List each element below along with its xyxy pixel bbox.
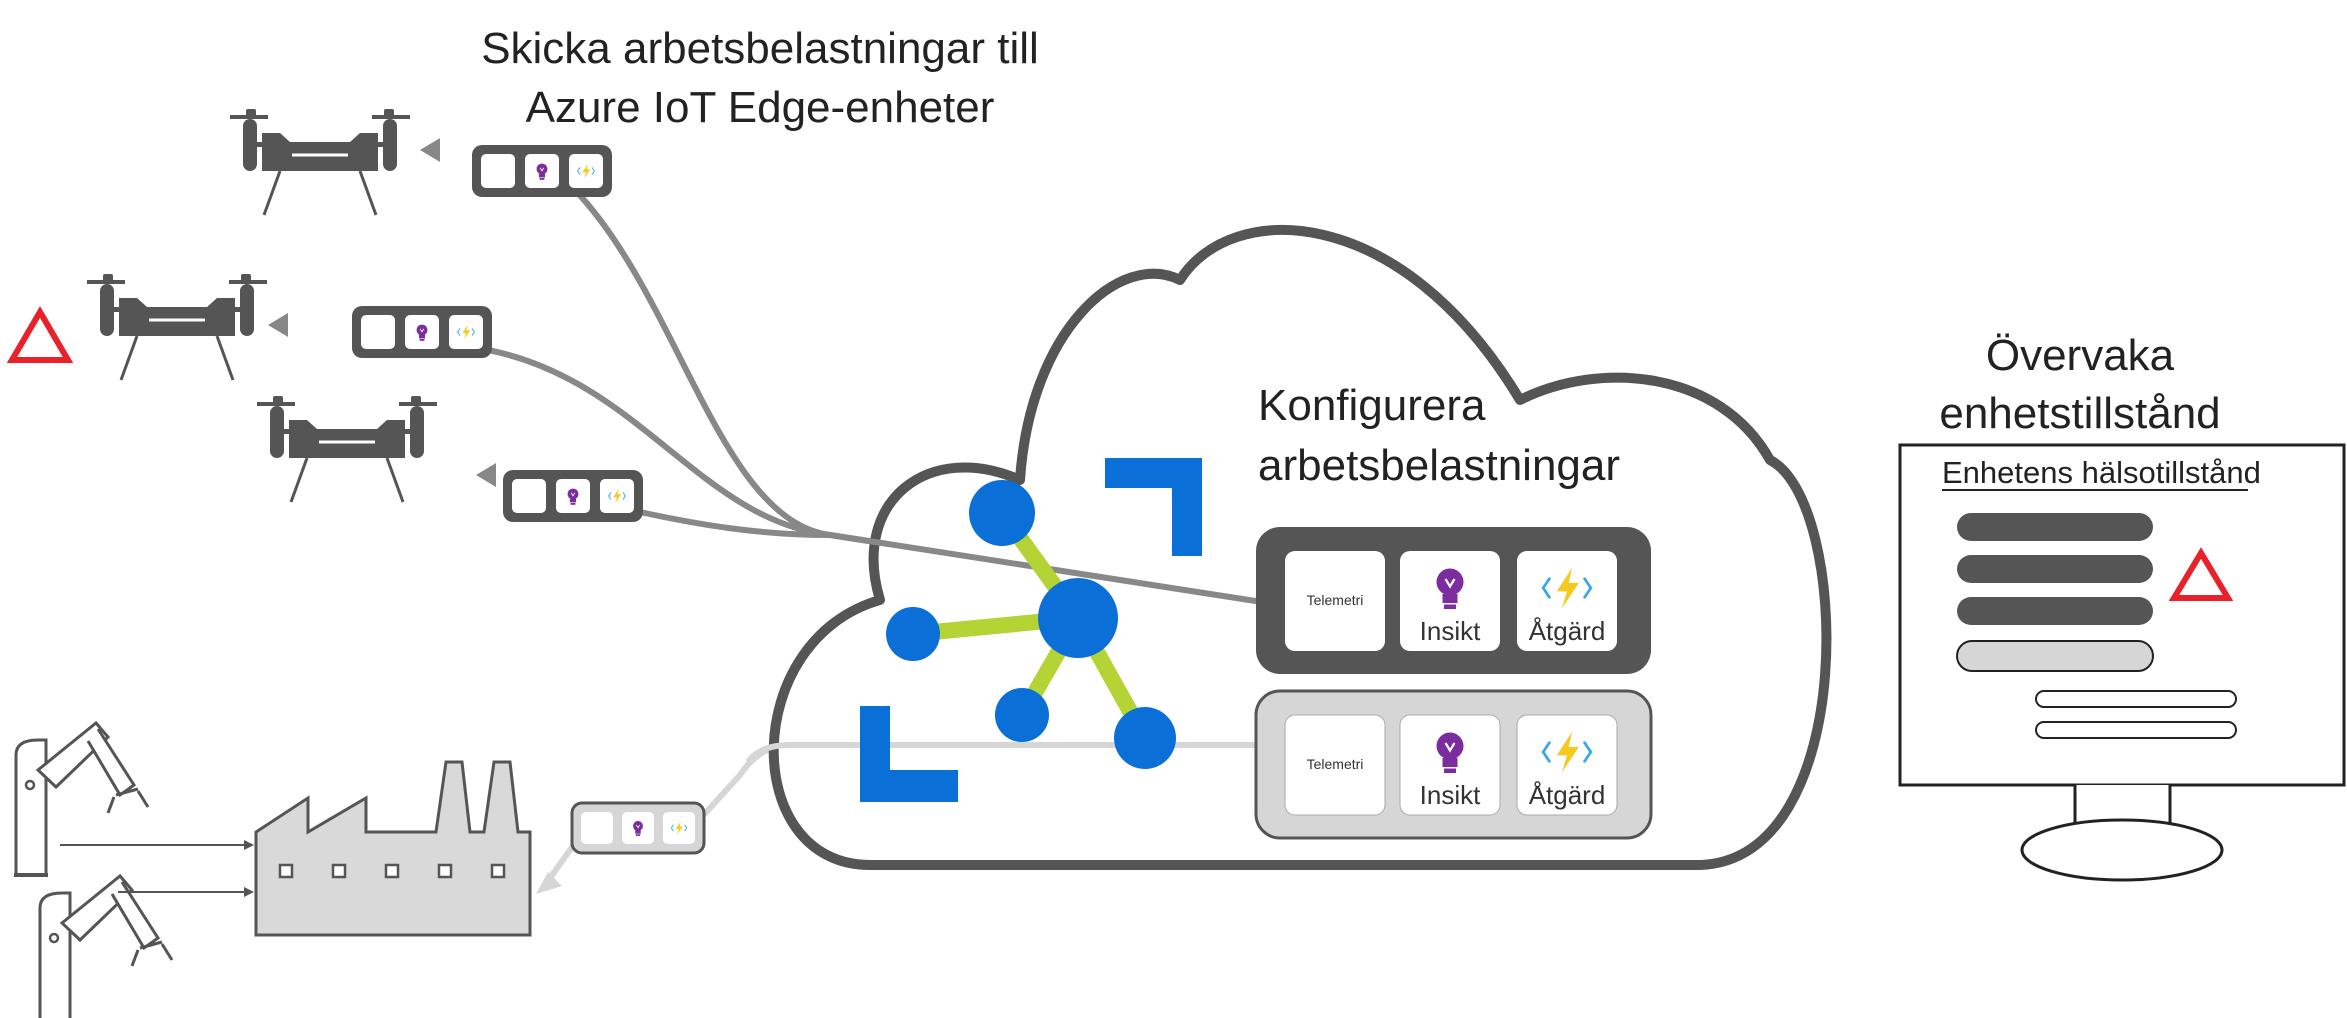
arrow-factory (536, 872, 562, 894)
module-set-dark[interactable]: Telemetri Insikt Åtgärd (1256, 527, 1651, 674)
action-module-label: Åtgärd (1529, 616, 1606, 646)
insight-module-label: Insikt (1420, 780, 1481, 810)
status-bar (1957, 555, 2153, 583)
status-bar (1957, 597, 2153, 625)
drone-icon[interactable] (228, 107, 412, 217)
robot-arm-icon[interactable] (12, 721, 150, 879)
module-pack-factory (570, 801, 706, 855)
telemetry-module-label: Telemetri (1307, 756, 1364, 772)
module-pack-drone-3 (503, 470, 643, 522)
arrow-robot-1 (244, 840, 254, 850)
action-module-label: Åtgärd (1529, 780, 1606, 810)
configure-subtitle: arbetsbelastningar (1258, 441, 1620, 490)
monitor-title: Övervaka (1986, 331, 2175, 380)
arrow-drone-2 (268, 313, 288, 337)
monitor-subtitle: enhetstillstånd (1939, 389, 2220, 438)
warning-icon (6, 306, 74, 363)
module-pack-drone-1 (472, 145, 612, 197)
factory-icon[interactable] (254, 760, 532, 937)
robot-arm-icon[interactable] (36, 874, 174, 1018)
status-line (2035, 690, 2237, 708)
arrow-drone-1 (420, 138, 440, 162)
cloud-link-light (745, 742, 1262, 764)
telemetry-module-label: Telemetri (1307, 592, 1364, 608)
insight-module-label: Insikt (1420, 616, 1481, 646)
health-status-title: Enhetens hälsotillstånd (1942, 455, 2261, 490)
health-status-list (1956, 513, 2237, 739)
send-workloads-subtitle: Azure IoT Edge-enheter (526, 83, 995, 132)
send-workloads-title: Skicka arbetsbelastningar till (481, 24, 1039, 73)
configure-title: Konfigurera (1258, 381, 1486, 430)
status-bar (1957, 513, 2153, 541)
arrow-robot-2 (244, 887, 254, 897)
iot-hub-icon (860, 458, 1202, 802)
warning-icon (2168, 547, 2234, 601)
module-set-light[interactable]: Telemetri Insikt Åtgärd (1254, 689, 1653, 840)
drone-icon[interactable] (255, 394, 439, 504)
drone-icon[interactable] (85, 272, 269, 382)
status-bar (1956, 640, 2154, 672)
arrow-drone-3 (476, 463, 496, 487)
module-pack-drone-2 (352, 306, 492, 358)
status-line (2035, 721, 2237, 739)
